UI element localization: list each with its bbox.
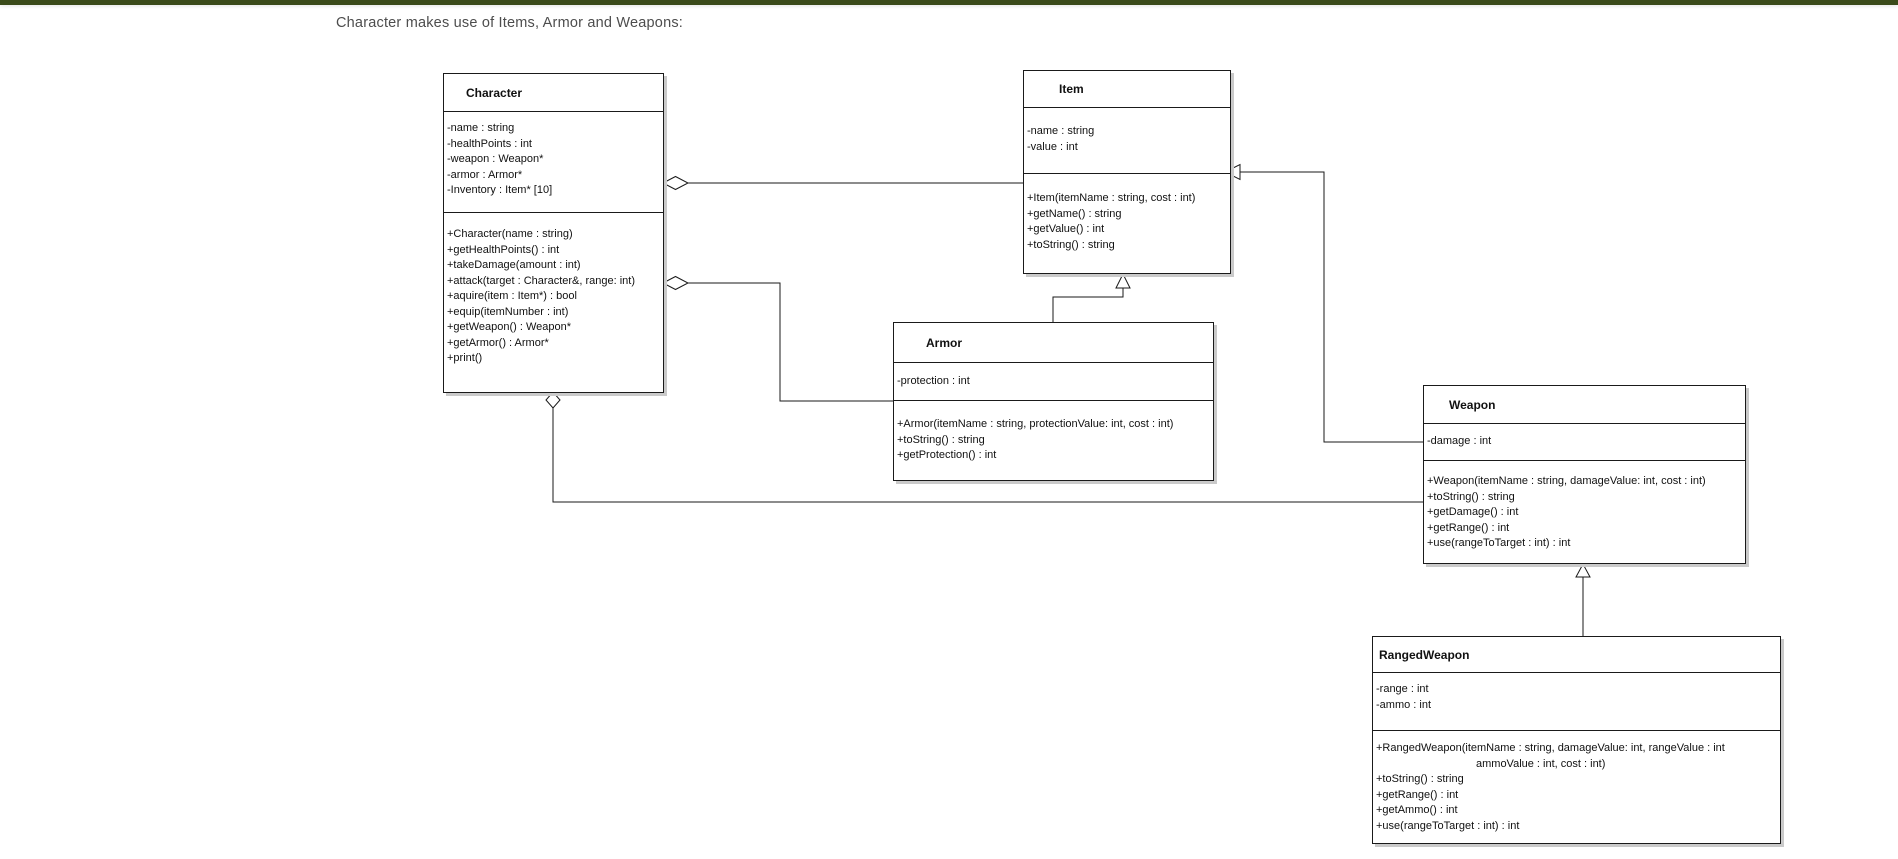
member-row: +use(rangeToTarget : int) : int (1376, 819, 1520, 832)
member-row: -value : int (1027, 140, 1078, 153)
member-row: +getHealthPoints() : int (447, 243, 560, 256)
aggregation-diamond-icon (661, 175, 690, 191)
member-row: -weapon : Weapon* (447, 153, 544, 165)
member-row: -name : string (1027, 125, 1095, 137)
generalization-triangle-icon (1223, 163, 1241, 181)
aggregation-character-weapon (545, 391, 1423, 503)
member-row: -protection : int (897, 375, 970, 387)
page-title: Character makes use of Items, Armor and … (336, 15, 684, 31)
class-attributes: -range : int -ammo : int (1373, 673, 1780, 731)
class-methods: +Armor(itemName : string, protectionValu… (894, 401, 1213, 480)
member-row: +equip(itemNumber : int) (447, 305, 569, 318)
aggregation-diamond-icon (661, 275, 690, 291)
class-methods: +Character(name : string) +getHealthPoint… (444, 213, 663, 392)
member-row: +toString() : string (1027, 238, 1115, 251)
member-row: +Character(name : string) (447, 228, 573, 240)
class-methods: +Weapon(itemName : string, damageValue: … (1424, 461, 1745, 563)
class-attributes: -name : string -healthPoints : int -weapon… (444, 112, 663, 213)
class-title: Weapon (1424, 386, 1745, 424)
member-row: -range : int (1376, 683, 1429, 695)
member-row: +getWeapon() : Weapon* (447, 321, 572, 333)
member-row: +getValue() : int (1027, 223, 1105, 235)
member-row: +toString() : string (1376, 773, 1464, 785)
class-methods: +Item(itemName : string, cost : int) +get… (1024, 174, 1230, 273)
generalization-armor-item (1052, 272, 1131, 322)
member-row: +attack(target : Character&, range: int) (447, 274, 636, 287)
class-box-item: Item -name : string -value : int +Item(it… (1023, 70, 1231, 274)
member-row: -name : string (447, 122, 515, 134)
class-box-character: Character -name : string -healthPoints : … (443, 73, 664, 393)
member-row: -damage : int (1427, 435, 1492, 447)
member-row: +getRange() : int (1376, 788, 1459, 801)
aggregation-character-item (661, 175, 1023, 191)
member-row: +aquire(item : Item*) : bool (447, 290, 577, 302)
member-row: +use(rangeToTarget : int) : int (1427, 537, 1571, 549)
class-title: Armor (894, 323, 1213, 363)
member-row: +getArmor() : Armor* (447, 336, 549, 349)
generalization-weapon-item (1223, 163, 1423, 443)
member-row: -ammo : int (1376, 698, 1432, 711)
aggregation-character-armor (661, 275, 893, 402)
member-row: +takeDamage(amount : int) (447, 259, 581, 271)
member-row: -armor : Armor* (447, 168, 523, 181)
member-row: +getRange() : int (1427, 521, 1510, 534)
member-row: +toString() : string (1427, 490, 1515, 503)
member-row: +Armor(itemName : string, protectionValu… (897, 418, 1174, 430)
member-row: +Weapon(itemName : string, damageValue: … (1427, 475, 1706, 487)
member-row: +Item(itemName : string, cost : int) (1027, 192, 1196, 204)
member-row: +toString() : string (897, 433, 985, 446)
member-row: +print() (447, 352, 483, 364)
member-row: +getName() : string (1027, 207, 1122, 220)
class-box-weapon: Weapon -damage : int +Weapon(itemName : … (1423, 385, 1746, 564)
top-accent-bar (0, 0, 1898, 5)
member-row: +getDamage() : int (1427, 506, 1519, 518)
class-box-armor: Armor -protection : int +Armor(itemName … (893, 322, 1214, 481)
member-row: +getAmmo() : int (1376, 804, 1458, 816)
generalization-rangedweapon-weapon (1575, 562, 1591, 636)
aggregation-diamond-icon (545, 391, 561, 409)
class-box-rangedweapon: RangedWeapon -range : int -ammo : int +Ra… (1372, 636, 1781, 844)
member-row: +RangedWeapon(itemName : string, damageV… (1376, 742, 1725, 754)
class-title: Character (444, 74, 663, 112)
member-row: -healthPoints : int (447, 137, 532, 150)
member-row: +getProtection() : int (897, 449, 997, 461)
member-row: ammoValue : int, cost : int) (1476, 757, 1606, 770)
generalization-triangle-icon (1115, 272, 1131, 289)
class-methods: +RangedWeapon(itemName : string, damageV… (1373, 731, 1780, 843)
class-attributes: -name : string -value : int (1024, 108, 1230, 174)
class-attributes: -protection : int (894, 363, 1213, 401)
class-attributes: -damage : int (1424, 424, 1745, 461)
generalization-triangle-icon (1575, 562, 1591, 578)
class-title: RangedWeapon (1373, 637, 1780, 673)
class-title: Item (1024, 71, 1230, 108)
member-row: -Inventory : Item* [10] (447, 184, 553, 196)
